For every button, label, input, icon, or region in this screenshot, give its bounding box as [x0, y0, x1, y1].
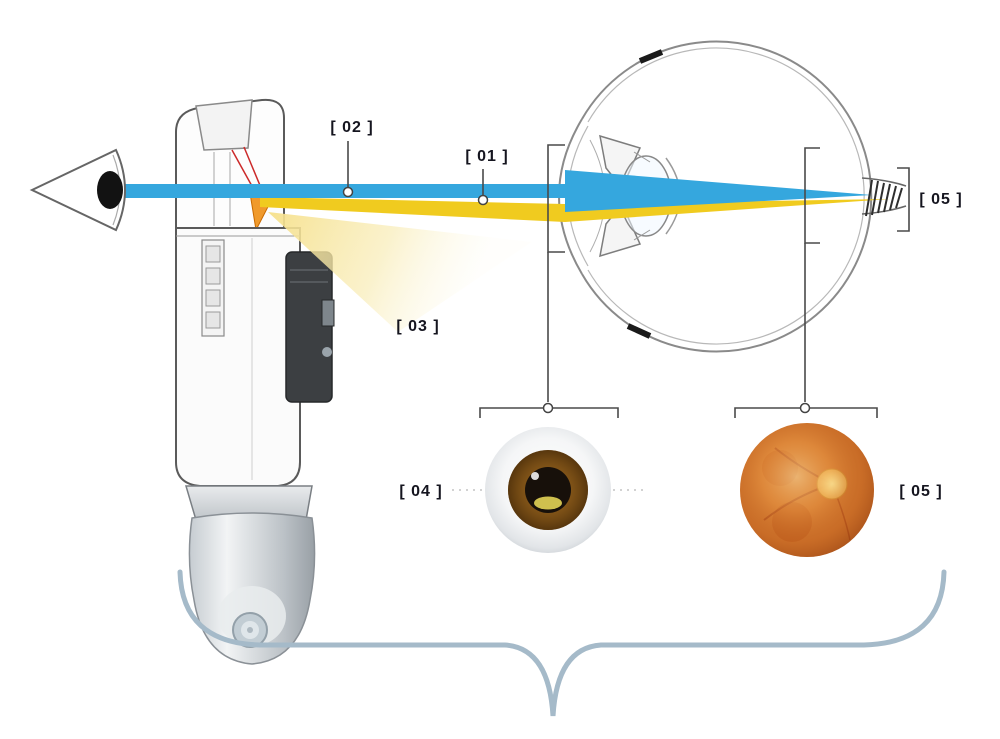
button-4 [205, 311, 221, 329]
zonule-bottom [633, 229, 651, 241]
button-2 [205, 267, 221, 285]
device-body [175, 227, 301, 487]
striation [865, 179, 873, 217]
striation [877, 182, 885, 214]
panel-slider [321, 299, 335, 327]
device-viewfinder [195, 99, 253, 151]
label-03: [ 03 ] [396, 318, 440, 335]
dot-fundus [799, 402, 811, 414]
examiner-pupil [97, 171, 123, 209]
retina-bracket [804, 147, 820, 244]
label-01: [ 01 ] [465, 148, 509, 165]
zonule-top [633, 151, 651, 163]
cornea-bracket [547, 144, 565, 253]
nerve-bracket [897, 167, 910, 232]
ophthalmoscope-device [175, 98, 335, 665]
label-05-nerve: [ 05 ] [919, 191, 963, 208]
fundus-photo [740, 423, 874, 557]
pupil-reflection-crescent [534, 496, 562, 510]
optic-nerve-top-edge [861, 177, 907, 187]
dot-iris [542, 402, 554, 414]
illumination-glow-wedge [268, 212, 532, 332]
striation [871, 180, 879, 216]
striation [895, 187, 903, 209]
blue-beam-in-eye [565, 170, 872, 212]
label-04: [ 04 ] [399, 483, 443, 500]
fundus-shade [740, 423, 874, 557]
sclera-outer [581, 40, 873, 353]
label-02: [ 02 ] [330, 119, 374, 136]
grip-lens-center [247, 627, 253, 633]
optic-nerve-striations [865, 179, 903, 217]
striation [889, 185, 897, 211]
dot-02 [342, 186, 354, 198]
striation [883, 183, 891, 213]
examiner-eye [29, 148, 126, 232]
panel-knob [322, 347, 332, 357]
label-05-fundus: [ 05 ] [899, 483, 943, 500]
bottom-curly-brace [177, 569, 947, 717]
button-1 [205, 245, 221, 263]
yellow-beam-horizontal [260, 197, 565, 222]
dot-01 [477, 194, 489, 206]
light-beams [104, 170, 890, 332]
muscle-mark-bottom [626, 323, 652, 339]
sclera-inner [587, 47, 865, 345]
view-cone [29, 148, 126, 232]
iris-glint [531, 472, 539, 480]
side-control-panel [285, 251, 333, 403]
blue-beam-horizontal [104, 184, 565, 198]
muscle-mark-top [638, 49, 664, 64]
connector-dots [342, 186, 811, 414]
button-3 [205, 289, 221, 307]
iris-photo [485, 427, 611, 553]
